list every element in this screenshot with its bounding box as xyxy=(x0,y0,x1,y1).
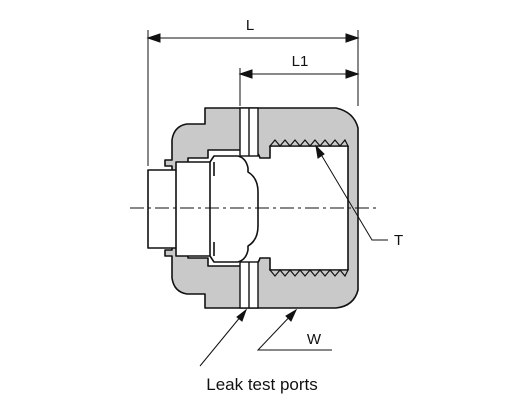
thread-lower xyxy=(268,269,349,278)
arrow-L1-right xyxy=(345,69,360,79)
connector-outline xyxy=(147,155,259,263)
arrow-L1-left xyxy=(238,69,253,79)
label-L1: L1 xyxy=(292,53,309,70)
arrow-T xyxy=(315,144,325,159)
arrow-leak-ports xyxy=(236,308,248,322)
arrow-L-right xyxy=(345,33,360,43)
internal-thread xyxy=(268,138,349,278)
dimension-lines xyxy=(146,33,360,79)
leader-W xyxy=(256,309,332,351)
leader-leak-ports xyxy=(199,309,247,367)
leader-lines xyxy=(199,144,388,367)
inserted-connector xyxy=(147,155,259,263)
arrow-L-left xyxy=(146,33,161,43)
label-L: L xyxy=(246,17,254,34)
leak-port-channels xyxy=(239,107,259,309)
thread-upper xyxy=(268,138,349,147)
label-leak-test-ports: Leak test ports xyxy=(206,375,318,394)
arrow-W xyxy=(285,308,298,322)
label-W: W xyxy=(307,331,322,348)
leader-T xyxy=(315,145,388,241)
label-T: T xyxy=(394,232,403,249)
